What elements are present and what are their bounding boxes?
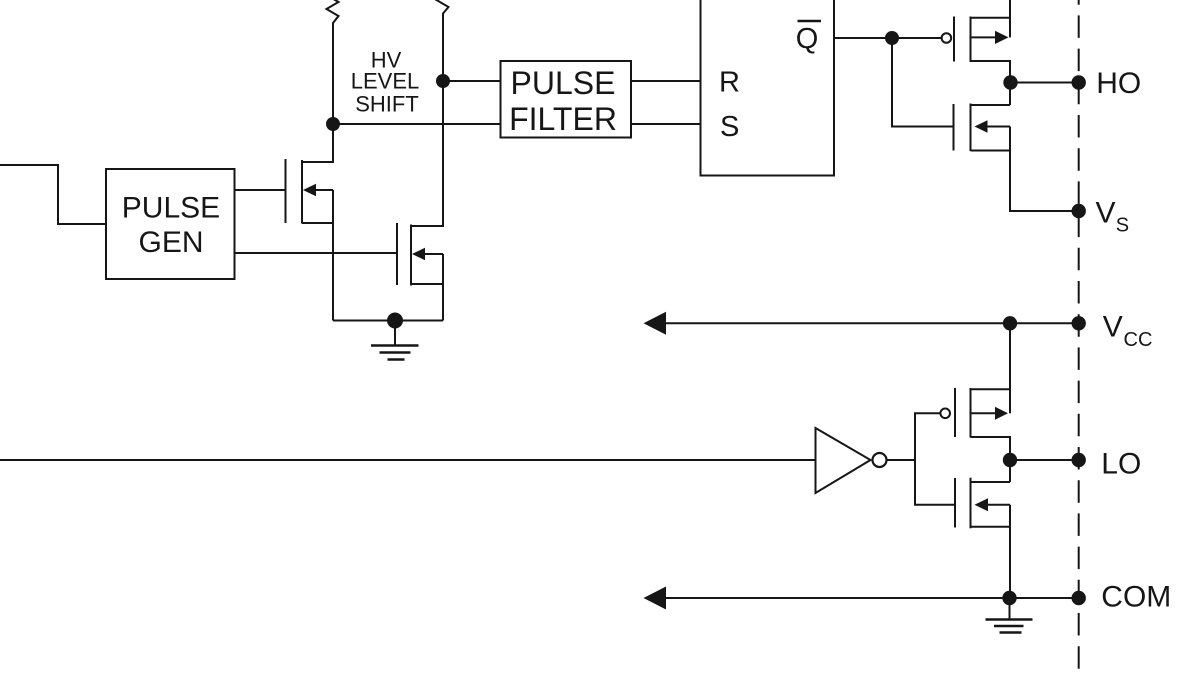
svg-text:GEN: GEN [138,226,203,259]
svg-text:PULSE: PULSE [122,191,220,224]
svg-text:S: S [1116,214,1129,236]
svg-text:HV: HV [371,47,402,72]
svg-text:SHIFT: SHIFT [355,91,419,116]
svg-text:PULSE: PULSE [511,65,616,101]
svg-text:FILTER: FILTER [509,101,617,137]
svg-text:CC: CC [1124,329,1153,351]
svg-text:V: V [1103,311,1123,344]
svg-text:LO: LO [1101,447,1141,480]
svg-text:COM: COM [1101,581,1171,614]
svg-text:HO: HO [1096,67,1141,100]
svg-text:V: V [1096,197,1116,230]
svg-text:S: S [720,111,739,143]
svg-text:LEVEL: LEVEL [351,69,420,94]
svg-text:Q: Q [796,23,819,55]
svg-text:R: R [719,66,740,98]
